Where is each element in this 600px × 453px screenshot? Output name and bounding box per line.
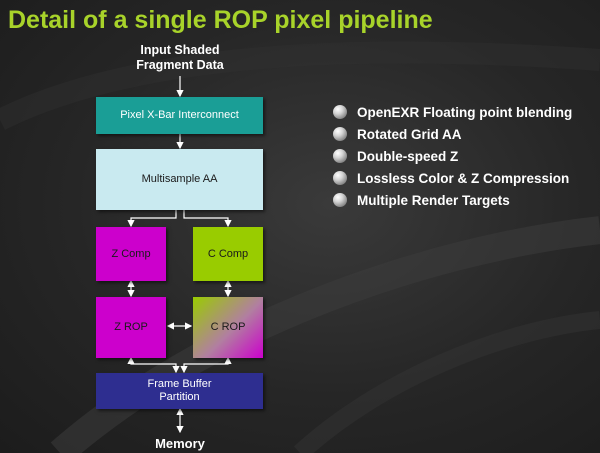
multisample-aa-box: Multisample AA	[96, 149, 263, 210]
frame-buffer-label-line1: Frame Buffer	[147, 378, 212, 390]
input-label: Input Shaded Fragment Data	[120, 43, 240, 73]
arrow-crop-to-fb	[180, 356, 232, 374]
c-rop-box: C ROP	[193, 297, 263, 358]
arrow-zrop-to-fb	[127, 356, 180, 374]
feature-item: Multiple Render Targets	[333, 189, 572, 211]
feature-item: Rotated Grid AA	[333, 123, 572, 145]
feature-item: Double-speed Z	[333, 145, 572, 167]
feature-text: Lossless Color & Z Compression	[357, 170, 570, 186]
input-label-line2: Fragment Data	[136, 58, 224, 72]
feature-item: OpenEXR Floating point blending	[333, 101, 572, 123]
feature-item: Lossless Color & Z Compression	[333, 167, 572, 189]
pixel-xbar-label: Pixel X-Bar Interconnect	[120, 109, 239, 121]
frame-buffer-box: Frame Buffer Partition	[96, 373, 263, 409]
c-comp-box: C Comp	[193, 227, 263, 281]
bullet-sphere-icon	[333, 105, 347, 119]
bullet-sphere-icon	[333, 171, 347, 185]
z-comp-box: Z Comp	[96, 227, 166, 281]
feature-text: OpenEXR Floating point blending	[357, 104, 573, 120]
feature-text: Double-speed Z	[357, 148, 459, 164]
arrow-msaa-to-zcomp	[127, 210, 177, 228]
z-comp-label: Z Comp	[111, 247, 151, 260]
memory-label: Memory	[155, 436, 205, 451]
z-rop-label: Z ROP	[114, 321, 148, 333]
c-comp-label: C Comp	[207, 247, 249, 260]
c-rop-label: C ROP	[210, 321, 246, 333]
bullet-sphere-icon	[333, 149, 347, 163]
pixel-xbar-box: Pixel X-Bar Interconnect	[96, 97, 263, 134]
bullet-sphere-icon	[333, 127, 347, 141]
feature-list: OpenEXR Floating point blending Rotated …	[333, 101, 572, 211]
z-rop-box: Z ROP	[96, 297, 166, 358]
multisample-aa-label: Multisample AA	[141, 173, 218, 185]
slide-title: Detail of a single ROP pixel pipeline	[8, 6, 433, 34]
feature-text: Rotated Grid AA	[357, 126, 462, 142]
feature-text: Multiple Render Targets	[357, 192, 510, 208]
arrow-msaa-to-ccomp	[183, 210, 232, 228]
bullet-sphere-icon	[333, 193, 347, 207]
frame-buffer-label-line2: Partition	[159, 391, 200, 403]
input-label-line1: Input Shaded	[140, 43, 220, 57]
